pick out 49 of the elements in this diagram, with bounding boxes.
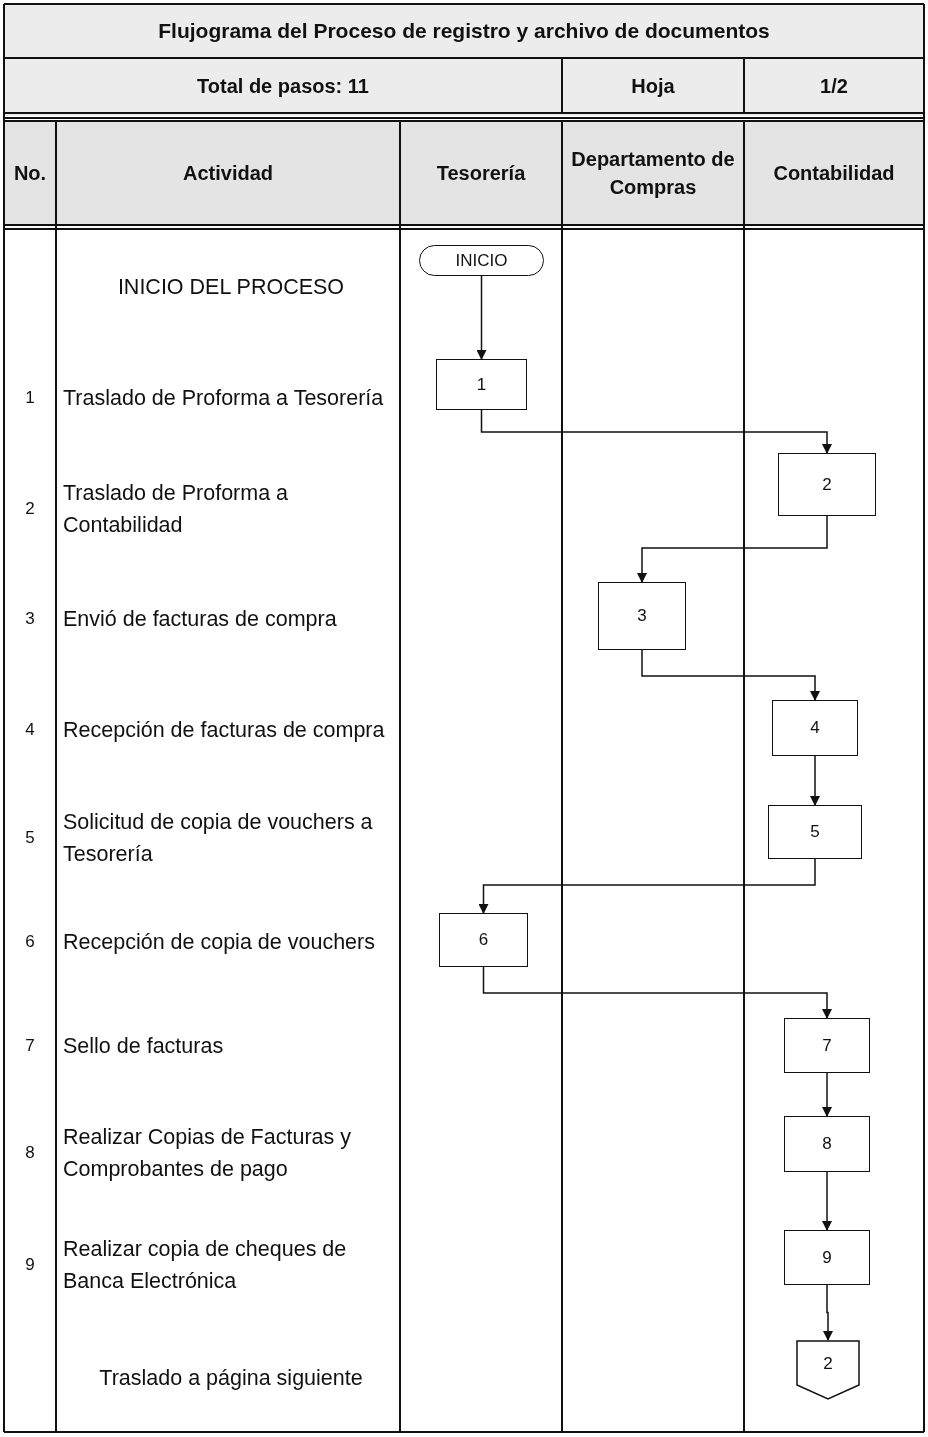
activity-text: Realizar copia de cheques de Banca Electrónica [63, 1235, 348, 1295]
column-header: No. [13, 161, 47, 186]
arrow [637, 515, 828, 583]
process-box: 9 [784, 1230, 870, 1285]
activity-text: Envió de facturas de compra [63, 605, 337, 633]
arrow [482, 966, 832, 1019]
arrow [476, 275, 487, 360]
activity-text: Traslado de Proforma a Contabilidad [63, 479, 290, 539]
step-number: 5 [25, 828, 35, 848]
column-header: Tesorería [436, 161, 526, 186]
step-number: 9 [25, 1255, 35, 1275]
process-box: 1 [436, 359, 527, 410]
step-number: 7 [25, 1036, 35, 1056]
step-number: 4 [25, 720, 35, 740]
arrow [641, 649, 820, 701]
column-header: Actividad [183, 161, 273, 186]
header: Hoja [631, 73, 675, 99]
arrow [480, 409, 832, 454]
activity-text: Traslado a página siguiente [99, 1364, 363, 1392]
activity-text: INICIO DEL PROCESO [117, 273, 345, 301]
arrow [478, 858, 816, 914]
step-number: 8 [25, 1143, 35, 1163]
activity-text: Solicitud de copia de vouchers a Tesorería [63, 808, 374, 868]
process-box: 5 [768, 805, 862, 859]
step-number: 3 [25, 609, 35, 629]
process-box: 8 [784, 1116, 870, 1172]
activity-text: Sello de facturas [63, 1032, 224, 1060]
process-box: 3 [598, 582, 686, 650]
process-box: 4 [772, 700, 858, 756]
column-header: Contabilidad [773, 161, 895, 186]
arrow [810, 755, 820, 806]
diagram-title: Flujograma del Proceso de registro y archivo de documentos [158, 19, 770, 43]
arrow [822, 1072, 832, 1117]
header: Total de pasos: 11 [197, 73, 369, 99]
process-box: 2 [778, 453, 876, 516]
arrow [822, 1171, 832, 1231]
activity-text: Recepción de facturas de compra [63, 716, 385, 744]
column-header: Departamento de Compras [570, 147, 736, 200]
activity-text: Traslado de Proforma a Tesorería [63, 384, 384, 412]
step-number: 2 [25, 499, 35, 519]
arrow [823, 1284, 833, 1341]
step-number: 6 [25, 932, 35, 952]
header: 1/2 [820, 73, 848, 99]
activity-text: Realizar Copias de Facturas y Comprobantes de pago [63, 1123, 352, 1183]
process-box: 6 [439, 913, 528, 967]
step-number: 1 [25, 388, 35, 408]
process-box: 7 [784, 1018, 870, 1073]
activity-text: Recepción de copia de vouchers [63, 928, 375, 956]
off-page-connector: 2 [796, 1340, 860, 1400]
